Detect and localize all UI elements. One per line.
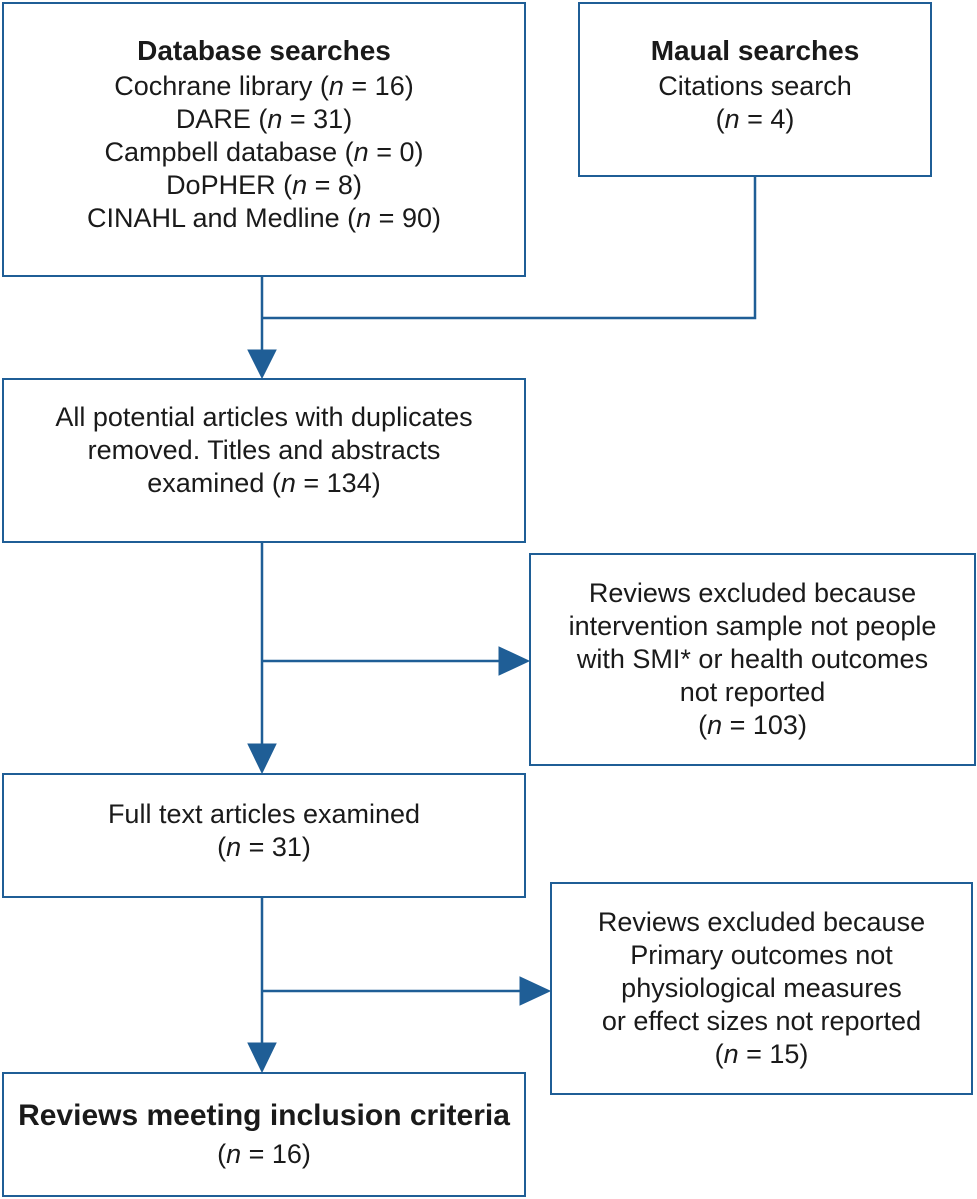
manual-source-line: Citations search	[658, 71, 852, 101]
full-text-count: (n = 31)	[217, 831, 311, 862]
source-line-campbell: Campbell database (n = 0)	[104, 137, 424, 167]
arrow-to-potential	[247, 349, 277, 380]
potential-line-2: removed. Titles and abstracts	[87, 435, 441, 465]
database-searches-box: Database searches Cochrane library (n = …	[2, 2, 526, 277]
source-line-dare: DARE (n = 31)	[175, 104, 353, 134]
exclusion-1-count: (n = 103)	[698, 710, 807, 740]
exclusion-box-1: Reviews excluded because intervention sa…	[529, 553, 976, 766]
potential-line-1: All potential articles with duplicates	[55, 402, 473, 432]
arrow-to-exclusion-1	[498, 646, 531, 676]
database-searches-title: Database searches	[137, 35, 391, 66]
included-count: (n = 16)	[217, 1138, 311, 1169]
exclusion-2-line-2: Primary outcomes not	[630, 940, 893, 970]
exclusion-1-line-2: intervention sample not people	[568, 611, 937, 641]
exclusion-box-2: Reviews excluded because Primary outcome…	[550, 882, 973, 1095]
exclusion-1-line-4: not reported	[679, 677, 826, 707]
exclusion-2-count: (n = 15)	[714, 1039, 809, 1069]
included-reviews-box: Reviews meeting inclusion criteria (n = …	[2, 1072, 526, 1197]
manual-searches-title: Maual searches	[650, 35, 860, 66]
potential-count: examined (n = 134)	[147, 468, 381, 498]
full-text-box: Full text articles examined (n = 31)	[2, 773, 526, 898]
exclusion-2-line-1: Reviews excluded because	[597, 907, 926, 937]
arrow-to-fulltext	[247, 743, 277, 775]
arrow-to-included	[247, 1042, 277, 1074]
exclusion-2-line-3: physiological measures	[621, 973, 902, 1003]
included-title: Reviews meeting inclusion criteria	[18, 1098, 510, 1132]
source-line-cochrane: Cochrane library (n = 16)	[114, 71, 414, 101]
manual-count: (n = 4)	[715, 104, 795, 134]
connector-manual-merge	[262, 177, 757, 320]
manual-searches-box: Maual searches Citations search (n = 4)	[578, 2, 932, 177]
exclusion-2-line-4: or effect sizes not reported	[601, 1006, 922, 1036]
exclusion-1-line-1: Reviews excluded because	[588, 578, 917, 608]
arrow-to-exclusion-2	[519, 976, 552, 1006]
source-line-cinahl-medline: CINAHL and Medline (n = 90)	[87, 203, 441, 233]
source-line-dopher: DoPHER (n = 8)	[166, 170, 362, 200]
exclusion-1-line-3: with SMI* or health outcomes	[576, 644, 929, 674]
full-text-label: Full text articles examined	[107, 798, 421, 829]
potential-articles-box: All potential articles with duplicates r…	[2, 378, 526, 543]
